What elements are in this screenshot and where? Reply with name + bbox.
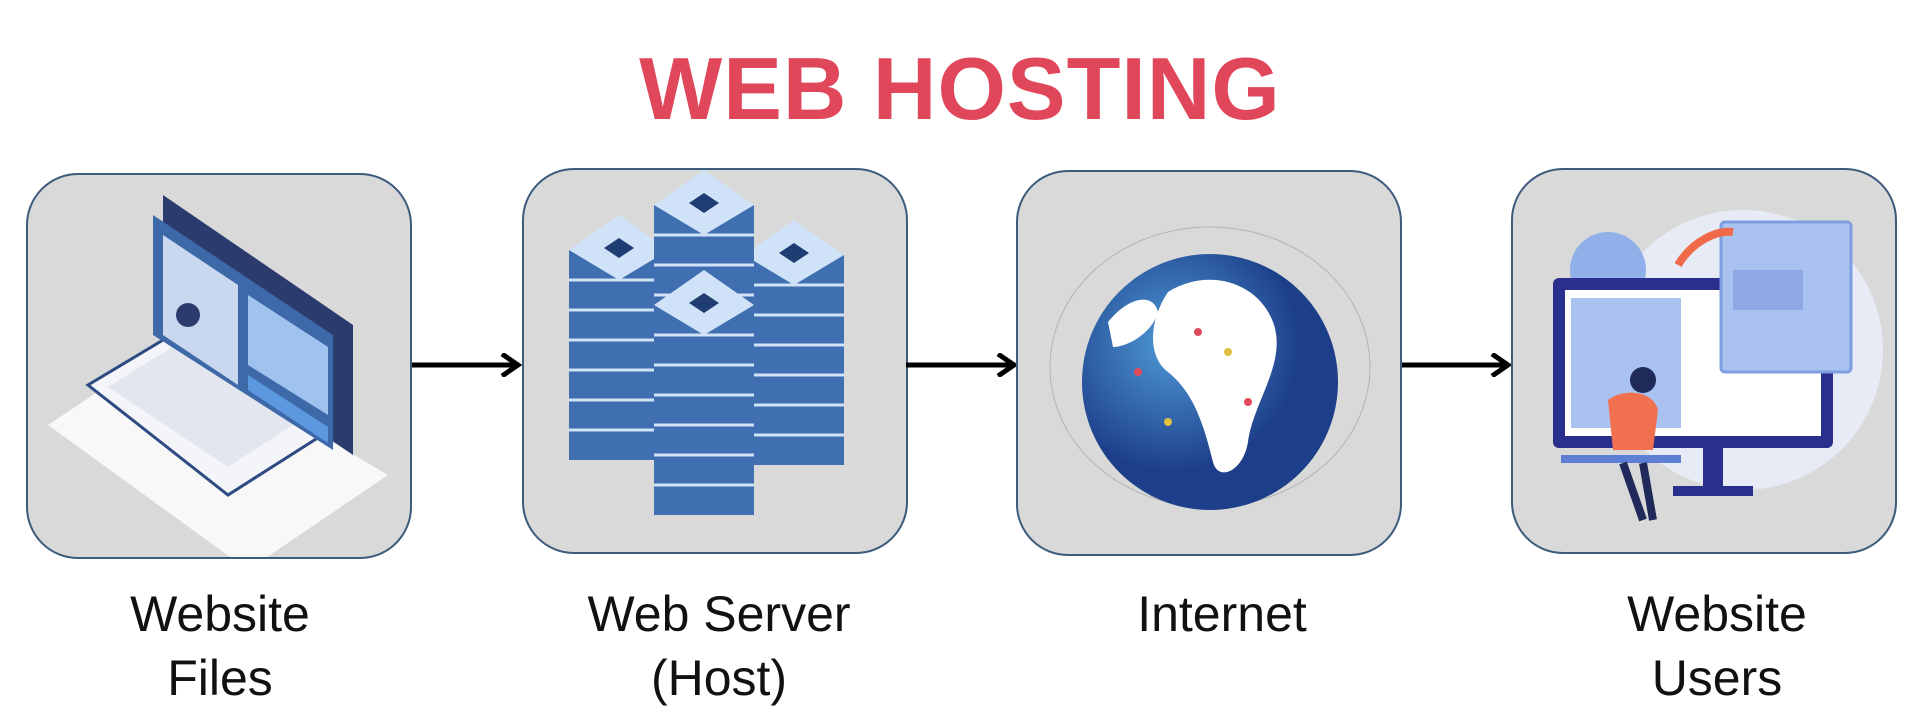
step-label-website-users: Website Users xyxy=(1537,582,1897,710)
website-files-box xyxy=(26,173,412,559)
server-icon xyxy=(569,170,846,517)
label-line: Internet xyxy=(1137,586,1307,642)
label-line: Website xyxy=(1627,586,1807,642)
globe-icon xyxy=(1049,226,1371,510)
arrow-right-icon xyxy=(1402,351,1513,379)
step-label-website-files: Website Files xyxy=(40,582,400,710)
label-line: Files xyxy=(167,650,273,706)
label-line: Website xyxy=(130,586,310,642)
diagram-title: WEB HOSTING xyxy=(639,39,1281,138)
laptop-icon xyxy=(48,195,388,557)
arrow-right-icon xyxy=(906,351,1019,379)
label-line: Users xyxy=(1651,650,1783,706)
step-label-internet: Internet xyxy=(1042,582,1402,646)
web-server-box xyxy=(522,168,908,554)
step-label-web-server: Web Server (Host) xyxy=(539,582,899,710)
internet-box xyxy=(1016,170,1402,556)
website-users-box xyxy=(1511,168,1897,554)
user-computer-icon xyxy=(1553,210,1883,522)
arrow-right-icon xyxy=(412,351,523,379)
label-line: (Host) xyxy=(650,650,788,706)
label-line: Web Server xyxy=(587,586,851,642)
